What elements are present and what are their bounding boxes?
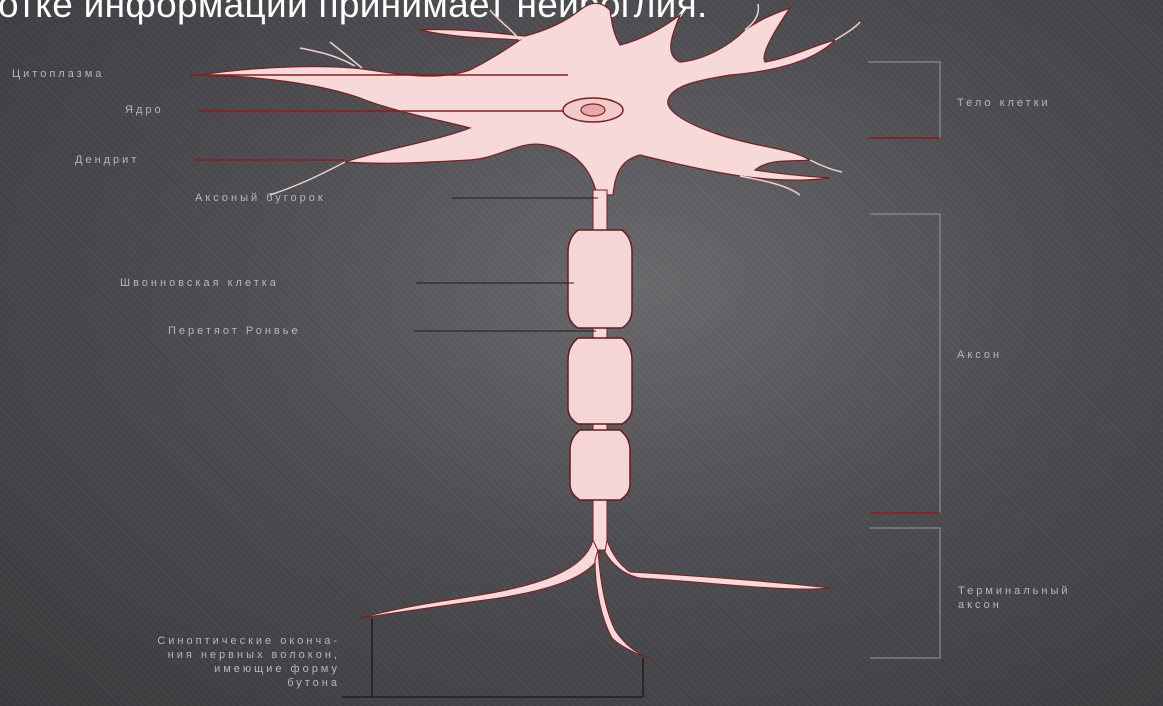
label-schwann-cell: Швонновская клетка bbox=[120, 276, 279, 290]
label-nucleus: Ядро bbox=[125, 103, 164, 117]
myelin-segments bbox=[568, 230, 632, 500]
schwann-cell-segment-3 bbox=[570, 430, 630, 500]
terminal-axon-bracket bbox=[870, 528, 940, 658]
label-cell-body: Тело клетки bbox=[957, 96, 1051, 110]
neuron-cell-body bbox=[200, 3, 835, 195]
schwann-cell-segment-1 bbox=[568, 230, 632, 328]
label-cytoplasm: Цитоплазма bbox=[12, 67, 104, 81]
label-node-ranvier: Перетяот Ронвье bbox=[168, 324, 301, 338]
label-synaptic-endings: Синоптические оконча- ния нервных волоко… bbox=[10, 634, 340, 690]
axon-bracket bbox=[870, 214, 940, 513]
cell-body-bracket bbox=[868, 62, 940, 138]
terminal-branches bbox=[360, 540, 830, 658]
schwann-cell-segment-2 bbox=[568, 338, 632, 424]
label-dendrite: Дендрит bbox=[75, 153, 139, 167]
synaptic-leader bbox=[342, 618, 643, 697]
nucleolus-shape bbox=[581, 104, 605, 116]
label-axon: Аксон bbox=[957, 348, 1002, 362]
label-axon-hillock: Аксоный бугорок bbox=[195, 191, 326, 205]
label-terminal-axon: Терминальный аксон bbox=[958, 584, 1071, 612]
